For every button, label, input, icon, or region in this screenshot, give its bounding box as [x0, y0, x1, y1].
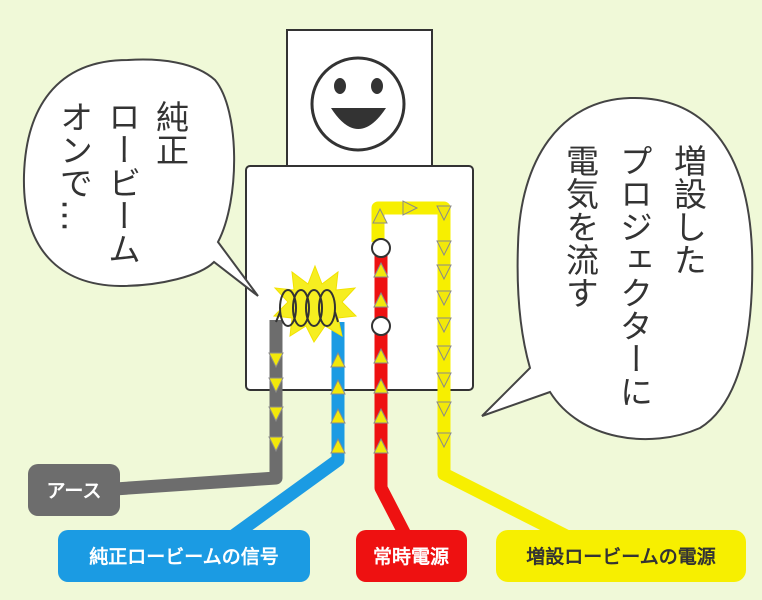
left-bubble-col-3: オンで…	[55, 100, 94, 232]
flow-arrow-icon	[436, 290, 452, 307]
switch-contact-top	[371, 238, 391, 258]
current-flow-arrows	[268, 200, 452, 454]
earth-label: アース	[28, 464, 120, 516]
left-bubble-col-2: ロービーム	[103, 100, 142, 265]
flow-arrow-icon	[268, 436, 284, 453]
coil-icon	[275, 289, 339, 327]
switch-contact-bottom	[371, 316, 391, 336]
flow-arrow-icon	[373, 437, 389, 454]
flow-arrow-icon	[373, 377, 389, 394]
smiley-face-icon	[310, 56, 406, 152]
right-bubble-col-2: プロジェクターに	[615, 144, 654, 408]
flow-arrow-icon	[330, 407, 346, 424]
flow-arrow-icon	[436, 372, 452, 389]
flow-arrow-icon	[436, 240, 452, 257]
svg-text:純正ロービームの信号: 純正ロービームの信号	[89, 545, 278, 568]
flow-arrow-icon	[268, 377, 284, 394]
svg-text:増設ロービームの電源: 増設ロービームの電源	[526, 545, 715, 568]
svg-text:アース: アース	[47, 480, 102, 502]
signal-wire	[196, 322, 345, 566]
flow-arrow-icon	[373, 291, 389, 308]
right-bubble-col-1: 増設した	[669, 144, 708, 276]
flow-arrow-icon	[436, 345, 452, 362]
flow-arrow-icon	[268, 406, 284, 423]
flow-arrow-icon	[372, 207, 388, 224]
left-bubble-col-1: 純正	[151, 100, 190, 166]
earth-wire	[99, 320, 283, 497]
constant-power-label: 常時電源	[356, 530, 467, 582]
flow-arrow-icon	[436, 401, 452, 418]
relay-body-box	[245, 165, 474, 391]
flow-arrow-icon	[436, 432, 452, 449]
flow-arrow-icon	[330, 351, 346, 368]
flow-arrow-icon	[436, 205, 452, 222]
right-bubble-col-3: 電気を流す	[561, 144, 600, 309]
flow-arrow-icon	[330, 378, 346, 395]
added-low-beam-power-label: 増設ロービームの電源	[496, 530, 746, 582]
flow-arrow-icon	[373, 407, 389, 424]
flow-arrow-icon	[330, 437, 346, 454]
svg-text:常時電源: 常時電源	[373, 545, 449, 568]
flow-arrow-icon	[373, 347, 389, 364]
stock-low-beam-signal-label: 純正ロービームの信号	[58, 530, 310, 582]
right-speech-bubble: 増設した プロジェクターに 電気を流す	[481, 96, 754, 441]
flow-arrow-icon	[373, 261, 389, 278]
flow-arrow-icon	[436, 317, 452, 334]
flow-arrow-icon	[268, 352, 284, 369]
flow-arrow-icon	[402, 200, 419, 216]
left-speech-bubble: 純正 ロービーム オンで…	[22, 58, 259, 297]
flow-arrow-icon	[436, 264, 452, 281]
